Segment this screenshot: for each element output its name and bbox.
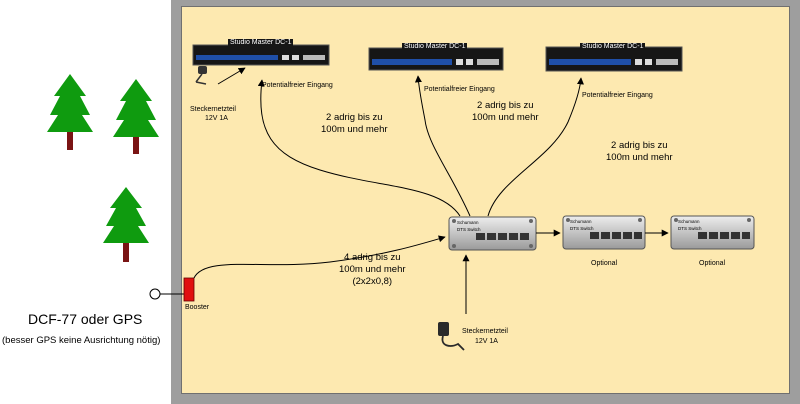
- psu-bottom-spec: 12V 1A: [475, 338, 498, 345]
- arrow-psu-to-clock1: [217, 67, 246, 85]
- input-label-3: Potentialfreier Eingang: [582, 92, 653, 99]
- cable-label-3-line1: 2 adrig bis zu: [611, 140, 668, 151]
- booster-label: Booster: [185, 304, 210, 311]
- tree-1: [47, 74, 93, 150]
- cable-label-4-line2: 100m und mehr: [339, 263, 406, 275]
- cable-label-2-line1: 2 adrig bis zu: [477, 100, 534, 111]
- optional-label-2: Optional: [699, 260, 726, 267]
- clock-device-2: [368, 47, 504, 71]
- cable-label-3: 2 adrig bis zu 100m und mehr: [606, 140, 673, 164]
- tree-2: [113, 79, 159, 154]
- antenna-icon: [149, 288, 161, 300]
- splitter-opt1-model: DTS Switch: [570, 226, 594, 231]
- cable-label-4: 4 adrig bis zu 100m und mehr (2x2x0,8): [339, 252, 406, 288]
- clock-1-label: Studio Master DC-1: [228, 39, 294, 48]
- source-note: (besser GPS keine Ausrichtung nötig): [2, 335, 161, 346]
- cable-splitter-to-clock1: [257, 79, 461, 217]
- cable-splitter-to-clock2: [414, 75, 471, 217]
- splitter-opt2-model: DTS Switch: [678, 226, 702, 231]
- cable-label-1-line1: 2 adrig bis zu: [326, 112, 383, 123]
- psu-bottom-label: Steckernetzteil: [462, 328, 508, 335]
- cable-label-3-line2: 100m und mehr: [606, 151, 673, 163]
- psu-top-label: Steckernetzteil: [190, 106, 236, 113]
- splitter-opt1-brand: Schumann: [570, 219, 592, 224]
- cable-label-4-line3: (2x2x0,8): [352, 275, 393, 287]
- clock-2-label: Studio Master DC-1: [402, 43, 468, 52]
- cable-label-2-line2: 100m und mehr: [472, 111, 539, 123]
- power-adapter-bottom-icon: [438, 322, 465, 351]
- cable-splitter-to-clock3: [487, 77, 584, 217]
- splitter-opt2-brand: Schumann: [678, 219, 700, 224]
- psu-top-spec: 12V 1A: [205, 115, 228, 122]
- clock-device-1: [192, 44, 330, 66]
- input-label-2: Potentialfreier Eingang: [424, 86, 495, 93]
- clock-3-label: Studio Master DC-1: [580, 43, 646, 52]
- optional-label-1: Optional: [591, 260, 618, 267]
- cable-label-2: 2 adrig bis zu 100m und mehr: [472, 100, 539, 124]
- cable-label-1: 2 adrig bis zu 100m und mehr: [321, 112, 388, 136]
- source-title: DCF-77 oder GPS: [28, 311, 143, 327]
- cable-booster-to-splitter: [193, 235, 446, 279]
- tree-3: [103, 187, 149, 262]
- installation-area: [181, 6, 790, 394]
- splitter-main-brand: Schumann: [457, 220, 479, 225]
- cable-label-4-line1: 4 adrig bis zu: [344, 252, 401, 263]
- input-label-1: Potentialfreier Eingang: [262, 82, 333, 89]
- cable-label-1-line2: 100m und mehr: [321, 123, 388, 135]
- power-adapter-top-icon: [195, 66, 207, 85]
- booster-box: [183, 277, 195, 302]
- splitter-main-model: DTS Switch: [457, 227, 481, 232]
- splitter-optional-2: [670, 215, 755, 250]
